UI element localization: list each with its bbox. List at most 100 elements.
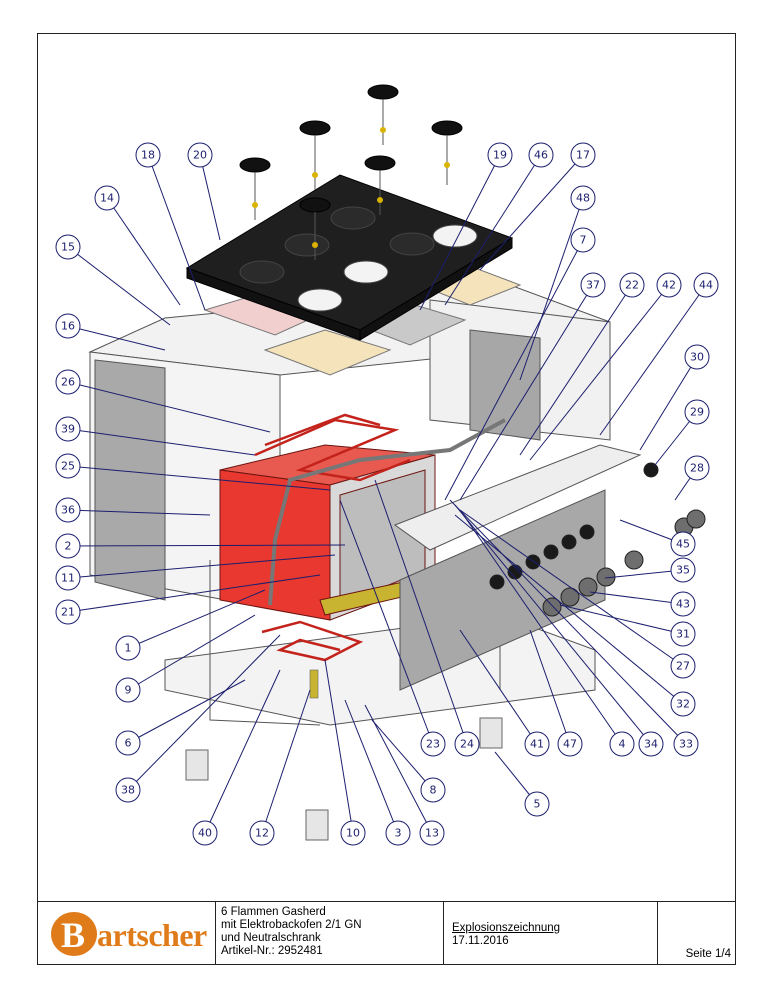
leader-line-37 [459, 284, 594, 501]
callout-number: 31 [676, 628, 690, 641]
callout-number: 7 [580, 234, 587, 247]
callout-bubble [340, 820, 366, 846]
page-number: Seite 1/4 [685, 948, 731, 960]
drawing-frame [37, 33, 736, 965]
callout-38: 38 [115, 777, 141, 803]
callout-2: 2 [55, 533, 81, 559]
callout-10: 10 [340, 820, 366, 846]
leader-line-34 [454, 504, 652, 745]
callout-number: 10 [346, 827, 360, 840]
callout-number: 41 [530, 738, 544, 751]
callout-bubble [670, 621, 696, 647]
callout-33: 33 [673, 731, 699, 757]
leader-line-11 [67, 554, 336, 579]
leader-line-16 [67, 325, 166, 351]
control-panel [393, 444, 642, 691]
article-number: Artikel-Nr.: 2952481 [221, 945, 323, 957]
callout-bubble [115, 677, 141, 703]
leader-line-10 [324, 659, 354, 834]
product-description-cell: 6 Flammen Gasherd mit Elektrobackofen 2/… [215, 902, 444, 965]
drawing-info-cell: Explosionszeichnung 17.11.2016 [443, 902, 658, 965]
callout-29: 29 [684, 399, 710, 425]
leader-line-19 [419, 154, 501, 311]
leader-line-12 [261, 689, 311, 834]
drawing-type: Explosionszeichnung [452, 922, 561, 934]
callout-bubble [55, 234, 81, 260]
callout-27: 27 [670, 653, 696, 679]
callout-number: 32 [676, 698, 690, 711]
control-knobs [489, 462, 706, 617]
callout-bubble [570, 142, 596, 168]
leader-line-4 [459, 509, 623, 745]
leader-line-2 [67, 544, 346, 547]
callout-number: 26 [61, 376, 75, 389]
callout-number: 27 [676, 660, 690, 673]
heating-element-top [254, 413, 411, 482]
callout-7: 7 [570, 227, 596, 253]
leader-line-43 [589, 591, 684, 605]
callout-17: 17 [570, 142, 596, 168]
leader-line-42 [529, 284, 670, 461]
callout-13: 13 [419, 820, 445, 846]
callout-bubble [684, 455, 710, 481]
callout-18: 18 [135, 142, 161, 168]
callout-number: 45 [676, 538, 690, 551]
callout-bubble [570, 227, 596, 253]
leader-line-8 [371, 719, 434, 791]
leader-line-36 [67, 509, 211, 516]
callout-number: 12 [255, 827, 269, 840]
callout-bubble [94, 185, 120, 211]
callout-number: 42 [662, 279, 676, 292]
callout-22: 22 [619, 272, 645, 298]
callout-number: 40 [198, 827, 212, 840]
callout-bubble [684, 399, 710, 425]
leader-line-40 [204, 669, 281, 834]
callout-number: 43 [676, 598, 690, 611]
callout-47: 47 [557, 731, 583, 757]
callout-bubble [249, 820, 275, 846]
hob-grate [185, 174, 514, 341]
callout-number: 8 [430, 784, 437, 797]
leader-line-41 [459, 629, 538, 745]
callout-bubble [55, 313, 81, 339]
callout-43: 43 [670, 591, 696, 617]
callout-bubble [656, 272, 682, 298]
callout-bubble [580, 272, 606, 298]
callout-21: 21 [55, 599, 81, 625]
callout-31: 31 [670, 621, 696, 647]
callout-32: 32 [670, 691, 696, 717]
callout-41: 41 [524, 731, 550, 757]
callout-4: 4 [609, 731, 635, 757]
drawing-date: 17.11.2016 [452, 935, 509, 947]
callout-bubble [192, 820, 218, 846]
leader-line-32 [454, 514, 684, 705]
callout-bubble [55, 497, 81, 523]
callout-8: 8 [420, 777, 446, 803]
callout-45: 45 [670, 531, 696, 557]
callout-bubble [420, 731, 446, 757]
callout-9: 9 [115, 677, 141, 703]
leader-line-1 [127, 589, 266, 649]
callout-bubble [187, 142, 213, 168]
leader-line-17 [479, 154, 584, 271]
page-cell: Seite 1/4 [657, 902, 737, 965]
callout-48: 48 [570, 185, 596, 211]
callout-number: 34 [644, 738, 658, 751]
leader-line-44 [599, 284, 707, 436]
callout-bubble [557, 731, 583, 757]
callout-bubble [454, 731, 480, 757]
callout-number: 1 [125, 642, 132, 655]
callout-bubble [420, 777, 446, 803]
brand-wordmark: artscher [97, 917, 207, 953]
callout-bubble [638, 731, 664, 757]
callout-35: 35 [670, 557, 696, 583]
callout-bubble [670, 653, 696, 679]
callout-number: 44 [699, 279, 713, 292]
gas-pipe [268, 418, 506, 606]
callout-number: 15 [61, 241, 75, 254]
leader-line-27 [459, 509, 684, 667]
callout-number: 14 [100, 192, 114, 205]
callout-number: 11 [61, 572, 75, 585]
